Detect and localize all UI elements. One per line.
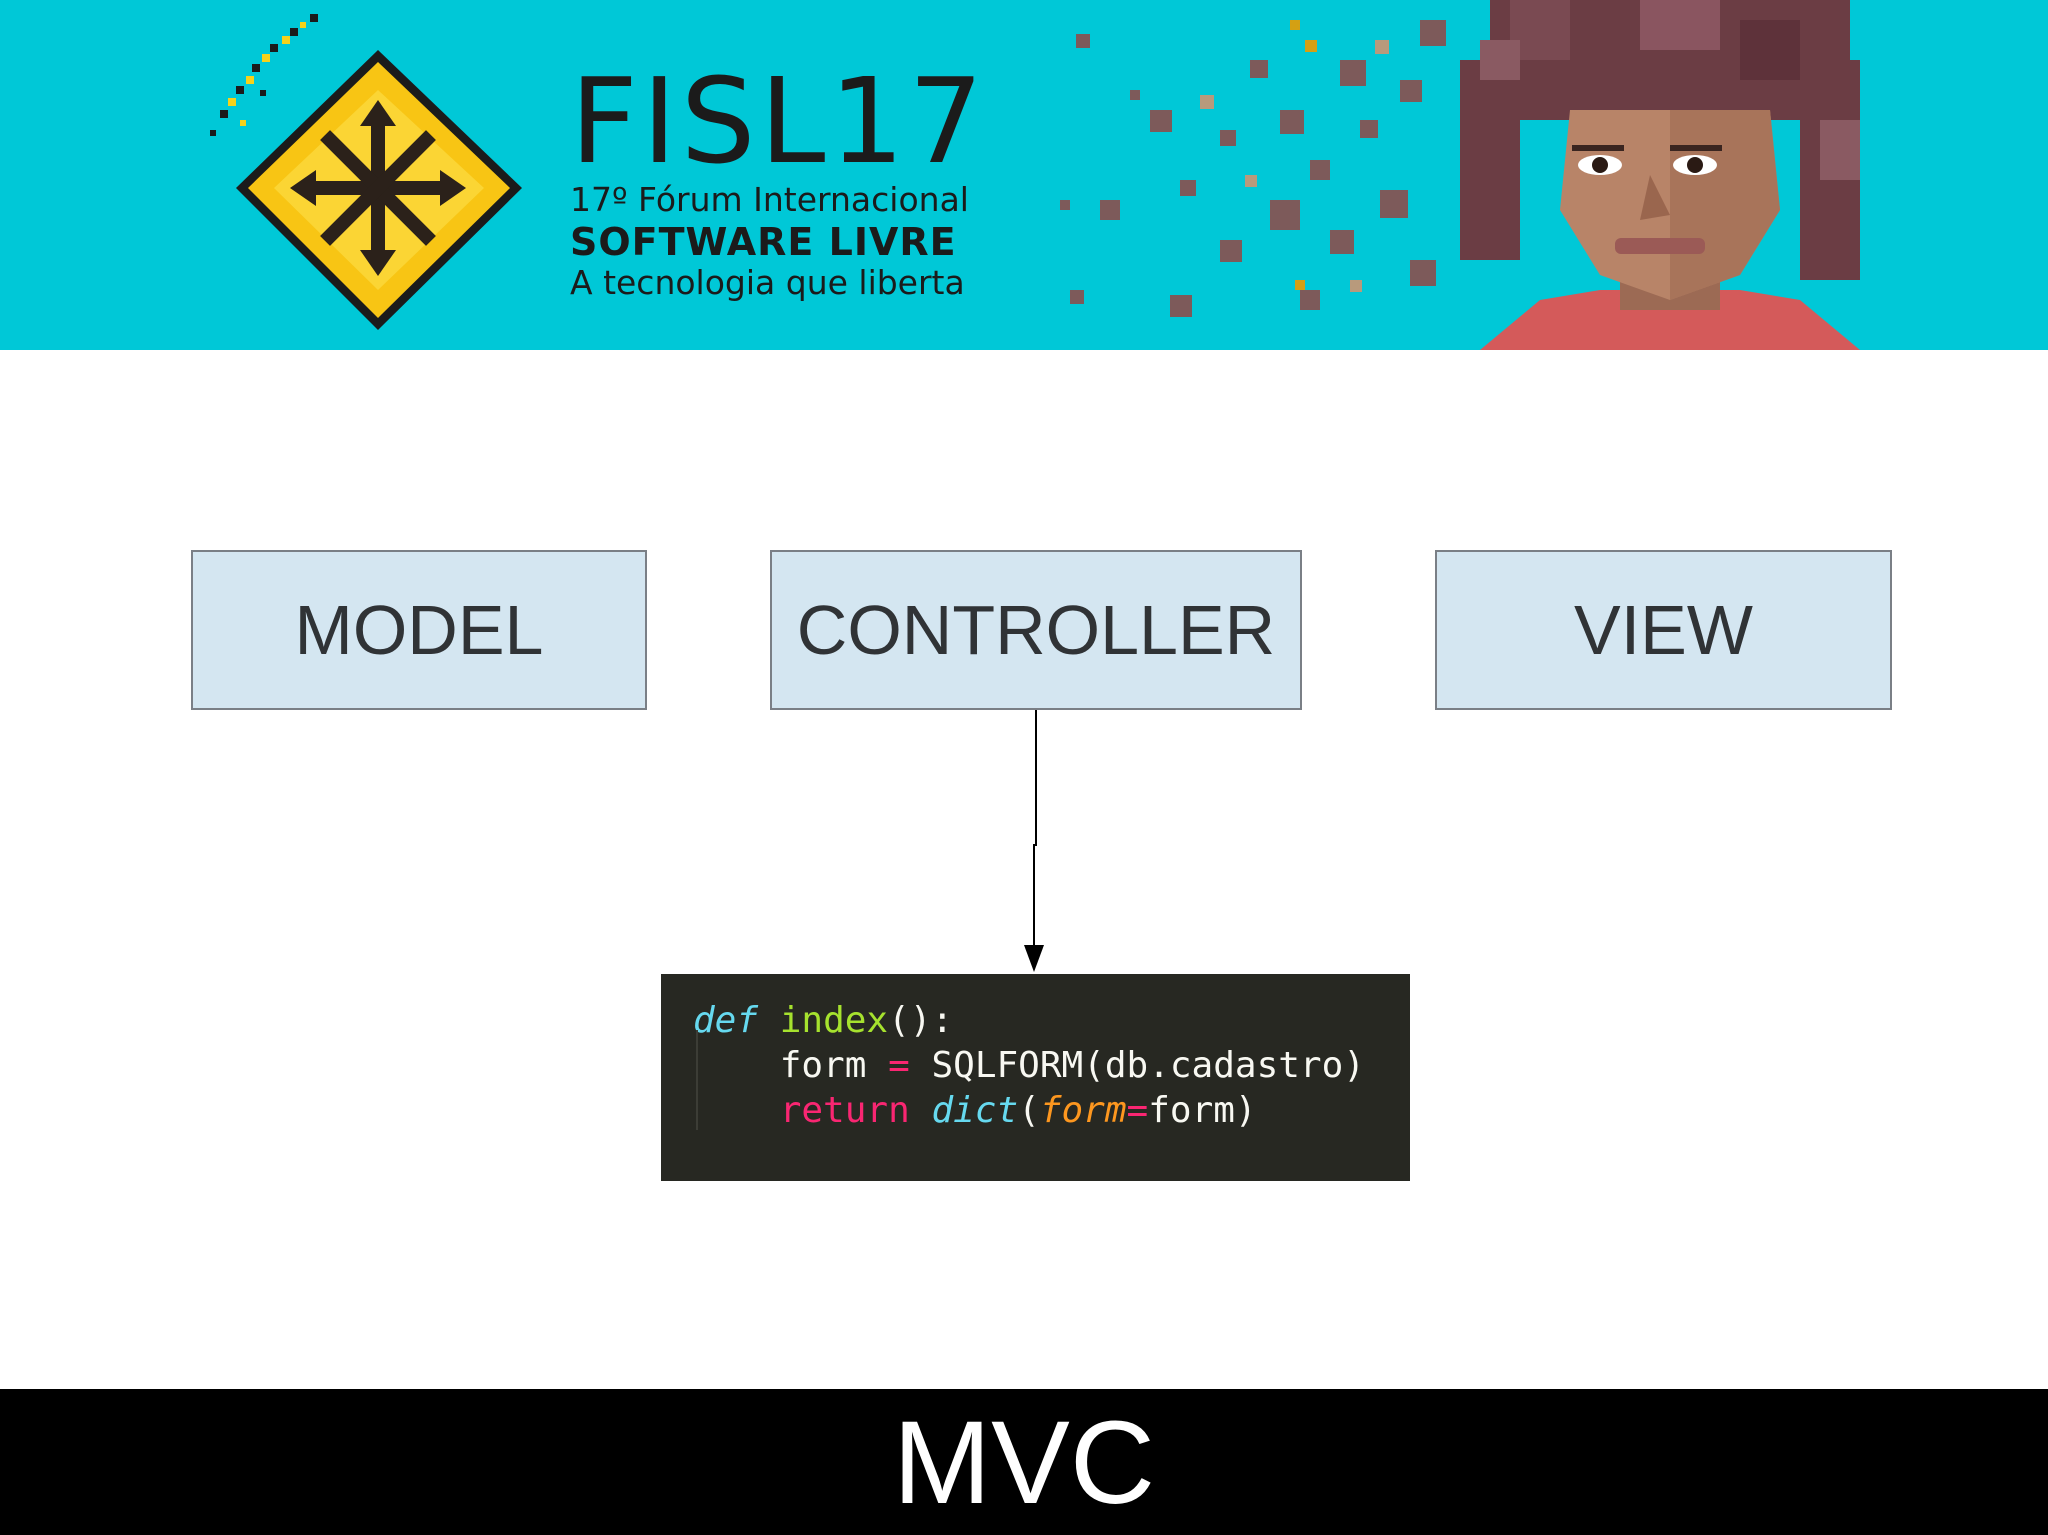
- footer-bar: [0, 1389, 2048, 1535]
- event-subtitle: 17º Fórum Internacional: [570, 180, 969, 219]
- event-title: FISL17: [570, 52, 988, 190]
- pixel-diamond-arrows-icon: [210, 14, 522, 330]
- code-line-1: def index():: [693, 1000, 954, 1041]
- slide-title: MVC: [892, 1397, 1156, 1529]
- event-subtitle-bold: SOFTWARE LIVRE: [570, 220, 957, 264]
- indent-guide: [696, 1030, 698, 1130]
- event-tagline: A tecnologia que liberta: [570, 263, 965, 302]
- header-banner: FISL17 17º Fórum Internacional SOFTWARE …: [0, 0, 2048, 350]
- pixel-art-portrait: [1060, 0, 1860, 350]
- code-line-3: return dict(form=form): [779, 1090, 1257, 1131]
- code-line-2: form = SQLFORM(db.cadastro): [779, 1045, 1365, 1086]
- view-box: VIEW: [1435, 550, 1892, 710]
- controller-box: CONTROLLER: [770, 550, 1302, 710]
- model-box: MODEL: [191, 550, 647, 710]
- code-snippet: def index(): form = SQLFORM(db.cadastro)…: [661, 974, 1410, 1181]
